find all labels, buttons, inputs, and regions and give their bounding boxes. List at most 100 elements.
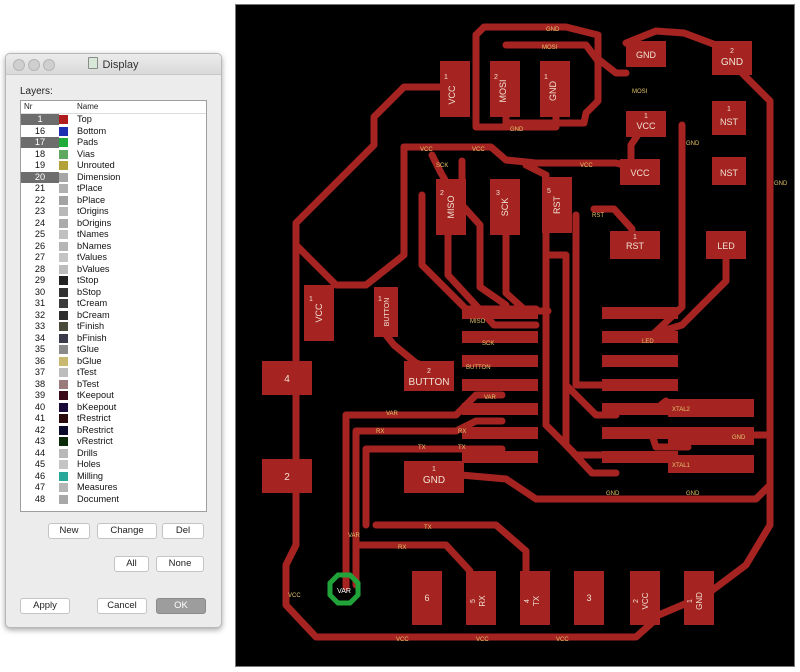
layer-color-swatch	[59, 322, 68, 331]
layer-name: tFinish	[77, 321, 105, 331]
all-button[interactable]: All	[114, 556, 149, 572]
label-gnd-a: GND	[548, 81, 558, 102]
ic-pad-left-5	[462, 403, 538, 415]
label-hdr-gnd-num: 1	[687, 599, 694, 603]
var-via[interactable]: VAR	[327, 572, 361, 606]
layer-color-swatch	[59, 184, 68, 193]
layer-name: Measures	[77, 482, 118, 492]
layer-color-swatch	[59, 460, 68, 469]
net-label-var-2: VAR	[386, 411, 399, 417]
layer-name: Top	[77, 114, 92, 124]
layer-row[interactable]: 1 Top	[21, 114, 206, 126]
layer-color-swatch	[59, 345, 68, 354]
pad-gnd-right	[712, 41, 752, 75]
pad-hdr-tx	[520, 571, 550, 625]
layer-number: 1	[21, 114, 59, 125]
minimize-window-button[interactable]	[28, 59, 40, 71]
none-button[interactable]: None	[156, 556, 204, 572]
trace-gnd-top	[472, 23, 630, 77]
label-vcc-r2: VCC	[630, 168, 650, 178]
net-label-gnd-loop: GND	[510, 127, 524, 133]
pad-2	[262, 459, 312, 493]
label-sck: SCK	[500, 198, 510, 217]
label-nst-top: NST	[720, 117, 739, 127]
cancel-button[interactable]: Cancel	[97, 598, 147, 614]
layer-number: 44	[34, 447, 46, 458]
close-window-button[interactable]	[13, 59, 25, 71]
net-label-tx-3: TX	[424, 525, 432, 531]
pcb-board-view[interactable]: VAR VCC 1 MOSI 2 GND 1 GND GND 2 VCC 1 N…	[235, 4, 795, 667]
change-button[interactable]: Change	[97, 523, 157, 539]
ok-button[interactable]: OK	[156, 598, 206, 614]
label-gnd-right-num: 2	[730, 48, 734, 55]
layer-color-swatch	[59, 391, 68, 400]
label-rst-v-num: 5	[547, 188, 551, 195]
ic-pad-left-1	[462, 307, 538, 319]
pad-4	[262, 361, 312, 395]
layer-number: 19	[34, 160, 46, 170]
layer-name: tPlace	[77, 183, 103, 193]
layer-name: bStop	[77, 286, 102, 297]
net-label-rx-3: RX	[398, 545, 406, 551]
layer-number: 20	[21, 171, 59, 183]
new-button[interactable]: New	[48, 523, 90, 539]
label-button-h-num: 2	[427, 368, 431, 375]
net-label-gnd-mid: GND	[606, 491, 620, 497]
ic-pad-right-6	[602, 427, 678, 439]
apply-button[interactable]: Apply	[20, 598, 70, 614]
layers-label: Layers:	[20, 86, 53, 97]
column-name[interactable]: Name	[77, 102, 99, 111]
layer-color-swatch	[59, 333, 68, 343]
layer-color-swatch	[59, 379, 68, 389]
net-label-sck-ic: SCK	[482, 341, 494, 347]
label-vcc-top-num: 1	[444, 74, 448, 81]
zoom-window-button[interactable]	[43, 59, 55, 71]
title-bar: Display	[6, 54, 221, 75]
ic-pad-left-7	[462, 451, 538, 463]
label-rst-h-num: 1	[633, 234, 637, 241]
layer-name: tStop	[77, 275, 99, 285]
ic-pads	[462, 307, 754, 473]
column-nr[interactable]: Nr	[24, 102, 33, 111]
pad-mosi-a	[490, 61, 520, 117]
label-button-v-num: 1	[378, 296, 382, 303]
label-rst-v: RST	[552, 195, 562, 214]
del-button[interactable]: Del	[162, 523, 204, 539]
pad-miso	[436, 179, 466, 235]
